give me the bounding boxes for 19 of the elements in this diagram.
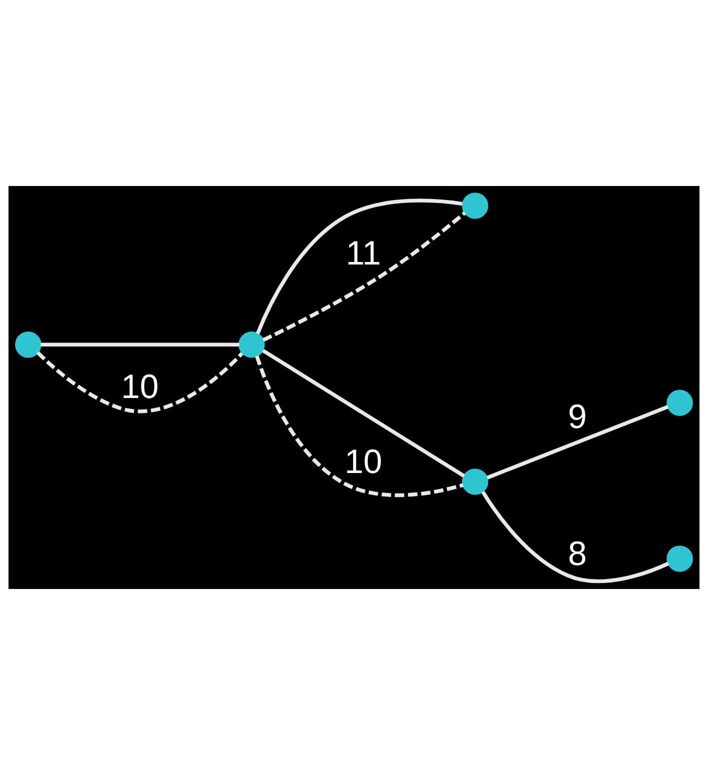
edge-label: 9: [568, 398, 587, 436]
connector: [40, 342, 240, 346]
node-circle: [238, 331, 265, 358]
edge-label: 11: [346, 234, 381, 272]
connector: [262, 210, 466, 342]
node-circle: [462, 468, 488, 494]
node-circle: [15, 331, 42, 358]
connector: [486, 404, 669, 479]
node-circle: [462, 192, 488, 218]
connector: [36, 350, 244, 413]
edge-label: 10: [121, 367, 159, 406]
connector: [481, 490, 670, 583]
node-circle: [666, 545, 693, 572]
edge-label: 8: [568, 534, 587, 573]
edge-label: 10: [344, 442, 382, 481]
node-circle: [666, 389, 693, 416]
connector: [262, 348, 466, 478]
connector: [256, 198, 463, 334]
connector: [255, 354, 464, 497]
